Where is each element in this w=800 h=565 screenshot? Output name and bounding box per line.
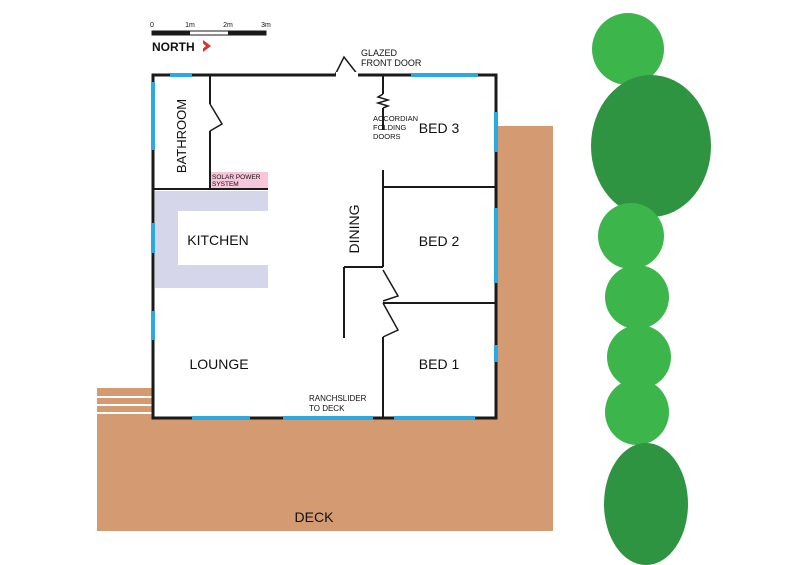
- scale-tick-0: 0: [150, 22, 154, 29]
- front-door: [334, 55, 359, 76]
- ranchslider-label-line2: TO DECK: [309, 404, 345, 413]
- tree-4: [605, 265, 669, 329]
- room-label-bed3: BED 3: [419, 120, 460, 136]
- solar-label-line2: SYSTEM: [212, 181, 239, 188]
- room-label-kitchen: KITCHEN: [187, 232, 248, 248]
- north-arrow-icon: [203, 40, 211, 52]
- accordion-doors: [375, 93, 391, 109]
- scale-bar: 0 1m 2m 3m: [150, 22, 271, 36]
- scale-tick-3m: 3m: [261, 22, 271, 29]
- tree-3: [598, 203, 664, 269]
- tree-7: [604, 443, 688, 565]
- tree-2: [591, 75, 711, 217]
- room-label-bed2: BED 2: [419, 233, 460, 249]
- windows: [151, 73, 498, 420]
- deck-steps: [97, 388, 153, 420]
- bed2-door: [382, 269, 400, 302]
- ranchslider-label-line1: RANCHSLIDER: [309, 394, 367, 403]
- trees: [591, 13, 711, 565]
- tree-1: [592, 13, 664, 85]
- solar-power-system: [210, 172, 268, 190]
- room-label-bathroom: BATHROOM: [174, 99, 189, 173]
- bathroom-door: [209, 103, 224, 132]
- deck: [97, 126, 553, 531]
- deck-label: DECK: [295, 509, 335, 525]
- front-door-label-line1: GLAZED: [361, 48, 398, 58]
- accordion-doors-label-line3: DOORS: [373, 132, 401, 141]
- solar-label-line1: SOLAR POWER: [212, 174, 261, 181]
- kitchen-bench: [155, 191, 268, 288]
- accordion-doors-label-line2: FOLDING: [373, 123, 407, 132]
- room-label-lounge: LOUNGE: [189, 356, 248, 372]
- front-door-label-line2: FRONT DOOR: [361, 58, 422, 68]
- tree-6: [605, 379, 669, 445]
- tree-5: [607, 325, 671, 389]
- north-label: NORTH: [152, 40, 195, 54]
- accordion-doors-label-line1: ACCORDIAN: [373, 114, 418, 123]
- scale-tick-1m: 1m: [185, 22, 195, 29]
- bed1-door: [382, 302, 400, 338]
- interior-walls: [153, 75, 496, 418]
- room-label-dining: DINING: [346, 205, 362, 254]
- scale-tick-2m: 2m: [223, 22, 233, 29]
- doors: [209, 55, 400, 338]
- room-label-bed1: BED 1: [419, 356, 460, 372]
